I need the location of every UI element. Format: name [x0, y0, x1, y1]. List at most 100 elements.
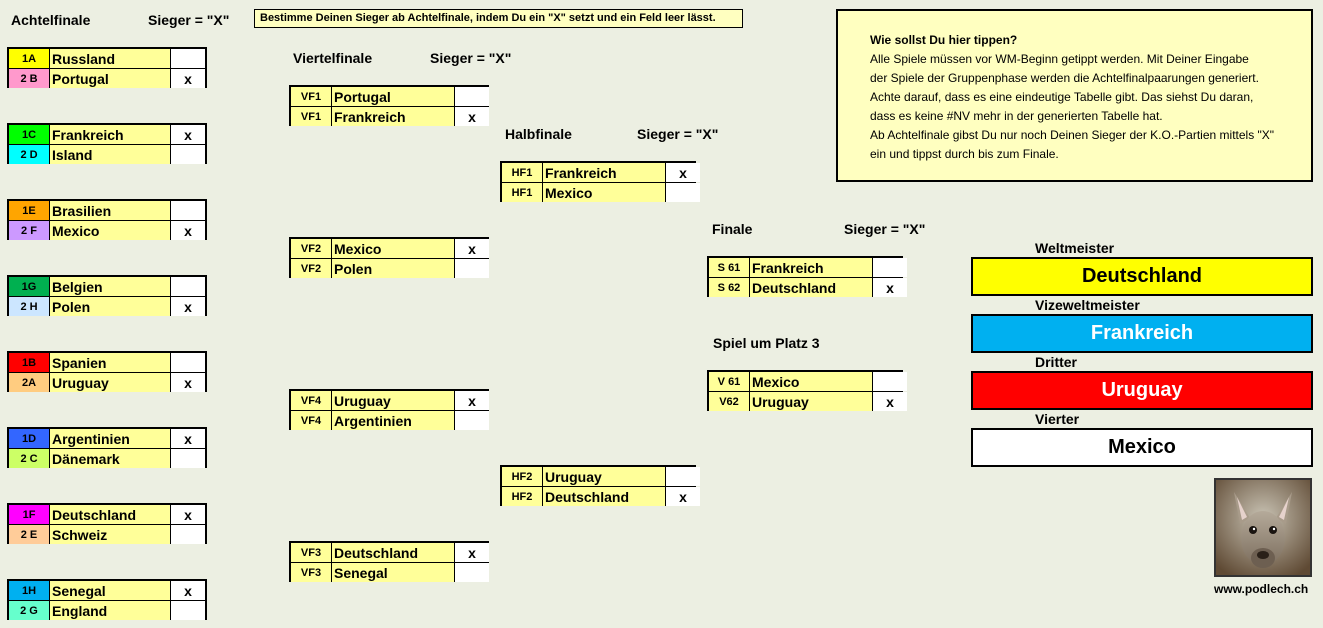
- runner-up-box: Frankreich: [971, 314, 1313, 353]
- third-place-match: V 61 Mexico V62 Uruguay x: [707, 370, 907, 411]
- winner-pick-cell[interactable]: [666, 183, 700, 202]
- winner-pick-cell[interactable]: [171, 353, 205, 372]
- winner-pick-cell[interactable]: x: [873, 392, 907, 411]
- winner-pick-cell[interactable]: [455, 563, 489, 582]
- winner-pick-cell[interactable]: [171, 201, 205, 220]
- r16-match-3: 1E Brasilien 2 F Mexico x: [7, 199, 207, 240]
- group-code: 1B: [9, 353, 49, 372]
- final-match: S 61 Frankreich S 62 Deutschland x: [707, 256, 907, 297]
- team-name: Uruguay: [50, 373, 170, 392]
- r16-match-1: 1A Russland 2 B Portugal x: [7, 47, 207, 88]
- winner-pick-cell[interactable]: [171, 145, 205, 164]
- winner-pick-cell[interactable]: x: [666, 163, 700, 182]
- match-code: S 61: [709, 258, 749, 277]
- winner-pick-cell[interactable]: x: [171, 429, 205, 448]
- team-name: Deutschland: [750, 278, 872, 297]
- winner-pick-cell[interactable]: x: [666, 487, 700, 506]
- team-name: Senegal: [50, 581, 170, 600]
- team-name: Mexico: [543, 183, 665, 202]
- winner-pick-cell[interactable]: x: [171, 581, 205, 600]
- r16-title: Achtelfinale: [11, 12, 91, 28]
- winner-pick-cell[interactable]: x: [171, 125, 205, 144]
- kangaroo-photo: [1214, 478, 1312, 577]
- winner-pick-cell[interactable]: [455, 87, 489, 106]
- team-name: Senegal: [332, 563, 454, 582]
- winner-pick-cell[interactable]: x: [171, 221, 205, 240]
- winner-pick-cell[interactable]: x: [171, 505, 205, 524]
- winner-pick-cell[interactable]: [666, 467, 700, 486]
- winner-pick-cell[interactable]: x: [171, 373, 205, 392]
- r16-match-6: 1D Argentinien x 2 C Dänemark: [7, 427, 207, 468]
- team-name: Uruguay: [332, 391, 454, 410]
- winner-pick-cell[interactable]: x: [455, 107, 489, 126]
- match-code: S 62: [709, 278, 749, 297]
- team-name: England: [50, 601, 170, 620]
- r16-match-2: 1C Frankreich x 2 D Island: [7, 123, 207, 164]
- final-winner-hint: Sieger = "X": [844, 221, 926, 237]
- match-code: HF1: [502, 183, 542, 202]
- qf-match-4: VF4 Uruguay x VF4 Argentinien: [289, 389, 489, 430]
- info-box: Wie sollst Du hier tippen? Alle Spiele m…: [836, 9, 1313, 182]
- winner-pick-cell[interactable]: [873, 258, 907, 277]
- r16-match-4: 1G Belgien 2 H Polen x: [7, 275, 207, 316]
- winner-pick-cell[interactable]: [171, 601, 205, 620]
- team-name: Dänemark: [50, 449, 170, 468]
- winner-pick-cell[interactable]: x: [455, 239, 489, 258]
- qf-winner-hint: Sieger = "X": [430, 50, 512, 66]
- group-code: 2 G: [9, 601, 49, 620]
- runner-up-label: Vizeweltmeister: [1035, 297, 1140, 313]
- winner-pick-cell[interactable]: x: [455, 543, 489, 562]
- group-code: 1E: [9, 201, 49, 220]
- winner-pick-cell[interactable]: x: [171, 69, 205, 88]
- winner-pick-cell[interactable]: [873, 372, 907, 391]
- match-code: VF3: [291, 563, 331, 582]
- r16-match-7: 1F Deutschland x 2 E Schweiz: [7, 503, 207, 544]
- winner-pick-cell[interactable]: [171, 525, 205, 544]
- team-name: Island: [50, 145, 170, 164]
- team-name: Deutschland: [50, 505, 170, 524]
- team-name: Mexico: [50, 221, 170, 240]
- team-name: Polen: [50, 297, 170, 316]
- group-code: 1H: [9, 581, 49, 600]
- team-name: Spanien: [50, 353, 170, 372]
- group-code: 2 D: [9, 145, 49, 164]
- winner-pick-cell[interactable]: x: [873, 278, 907, 297]
- winner-pick-cell[interactable]: [455, 411, 489, 430]
- team-name: Deutschland: [543, 487, 665, 506]
- match-code: HF2: [502, 487, 542, 506]
- info-line: Alle Spiele müssen vor WM-Beginn getippt…: [870, 52, 1249, 66]
- website-link[interactable]: www.podlech.ch: [1214, 582, 1309, 596]
- group-code: 2 H: [9, 297, 49, 316]
- info-line: der Spiele der Gruppenphase werden die A…: [870, 71, 1259, 85]
- info-line: Achte darauf, dass es eine eindeutige Ta…: [870, 90, 1254, 104]
- winner-pick-cell[interactable]: [171, 49, 205, 68]
- match-code: V 61: [709, 372, 749, 391]
- team-name: Portugal: [50, 69, 170, 88]
- match-code: VF2: [291, 259, 331, 278]
- team-name: Uruguay: [750, 392, 872, 411]
- group-code: 1F: [9, 505, 49, 524]
- third-box: Uruguay: [971, 371, 1313, 410]
- champion-label: Weltmeister: [1035, 240, 1115, 256]
- sf-winner-hint: Sieger = "X": [637, 126, 719, 142]
- winner-pick-cell[interactable]: [455, 259, 489, 278]
- winner-pick-cell[interactable]: [171, 449, 205, 468]
- team-name: Frankreich: [543, 163, 665, 182]
- team-name: Frankreich: [750, 258, 872, 277]
- team-name: Russland: [50, 49, 170, 68]
- match-code: HF2: [502, 467, 542, 486]
- match-code: VF2: [291, 239, 331, 258]
- group-code: 2 F: [9, 221, 49, 240]
- winner-pick-cell[interactable]: x: [171, 297, 205, 316]
- winner-pick-cell[interactable]: x: [455, 391, 489, 410]
- team-name: Belgien: [50, 277, 170, 296]
- match-code: VF4: [291, 411, 331, 430]
- team-name: Brasilien: [50, 201, 170, 220]
- info-line: dass es keine #NV mehr in der generierte…: [870, 109, 1163, 123]
- match-code: VF1: [291, 87, 331, 106]
- winner-pick-cell[interactable]: [171, 277, 205, 296]
- qf-match-2: VF2 Mexico x VF2 Polen: [289, 237, 489, 278]
- team-name: Polen: [332, 259, 454, 278]
- sf-match-2: HF2 Uruguay HF2 Deutschland x: [500, 465, 700, 506]
- info-title: Wie sollst Du hier tippen?: [870, 33, 1018, 47]
